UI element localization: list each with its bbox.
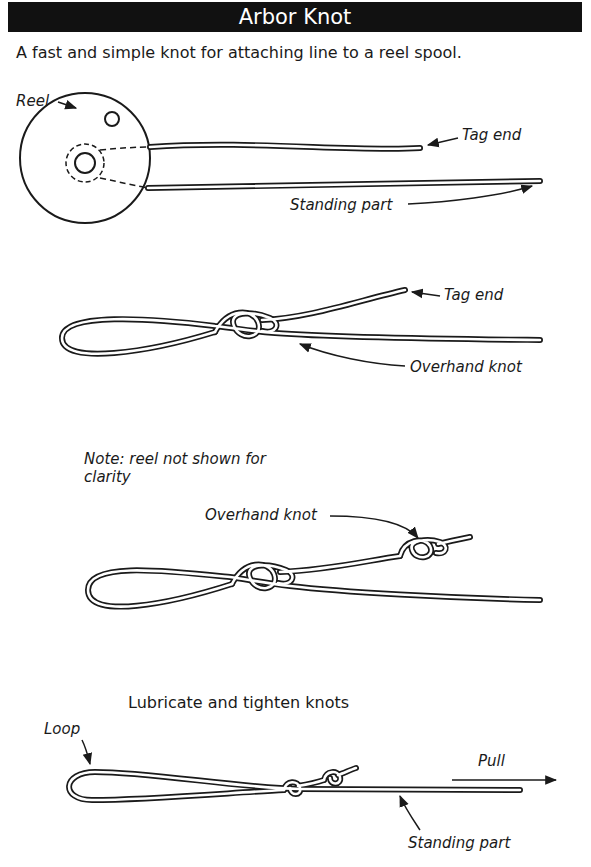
part-label: Tag end	[462, 126, 572, 144]
part-label: Standing part	[290, 196, 410, 214]
title-text: Arbor Knot	[8, 2, 582, 32]
description-text: A fast and simple knot for attaching lin…	[16, 42, 571, 63]
leader-arrows	[58, 102, 556, 830]
part-label: Reel	[16, 92, 76, 110]
title-band: Arbor Knot	[8, 2, 582, 32]
part-label: Overhand knot	[410, 358, 550, 376]
part-label: Standing part	[408, 834, 558, 852]
part-label: Tag end	[444, 286, 554, 304]
note-text: Note: reel not shown for clarity	[84, 450, 274, 486]
reel-spool	[20, 93, 150, 223]
fishing-line-fill	[62, 145, 540, 800]
note-text: Lubricate and tighten knots	[128, 692, 448, 713]
part-label: Loop	[44, 720, 114, 738]
part-label: Overhand knot	[205, 506, 330, 524]
fishing-line-outline	[62, 145, 540, 800]
part-label: Pull	[478, 752, 548, 770]
